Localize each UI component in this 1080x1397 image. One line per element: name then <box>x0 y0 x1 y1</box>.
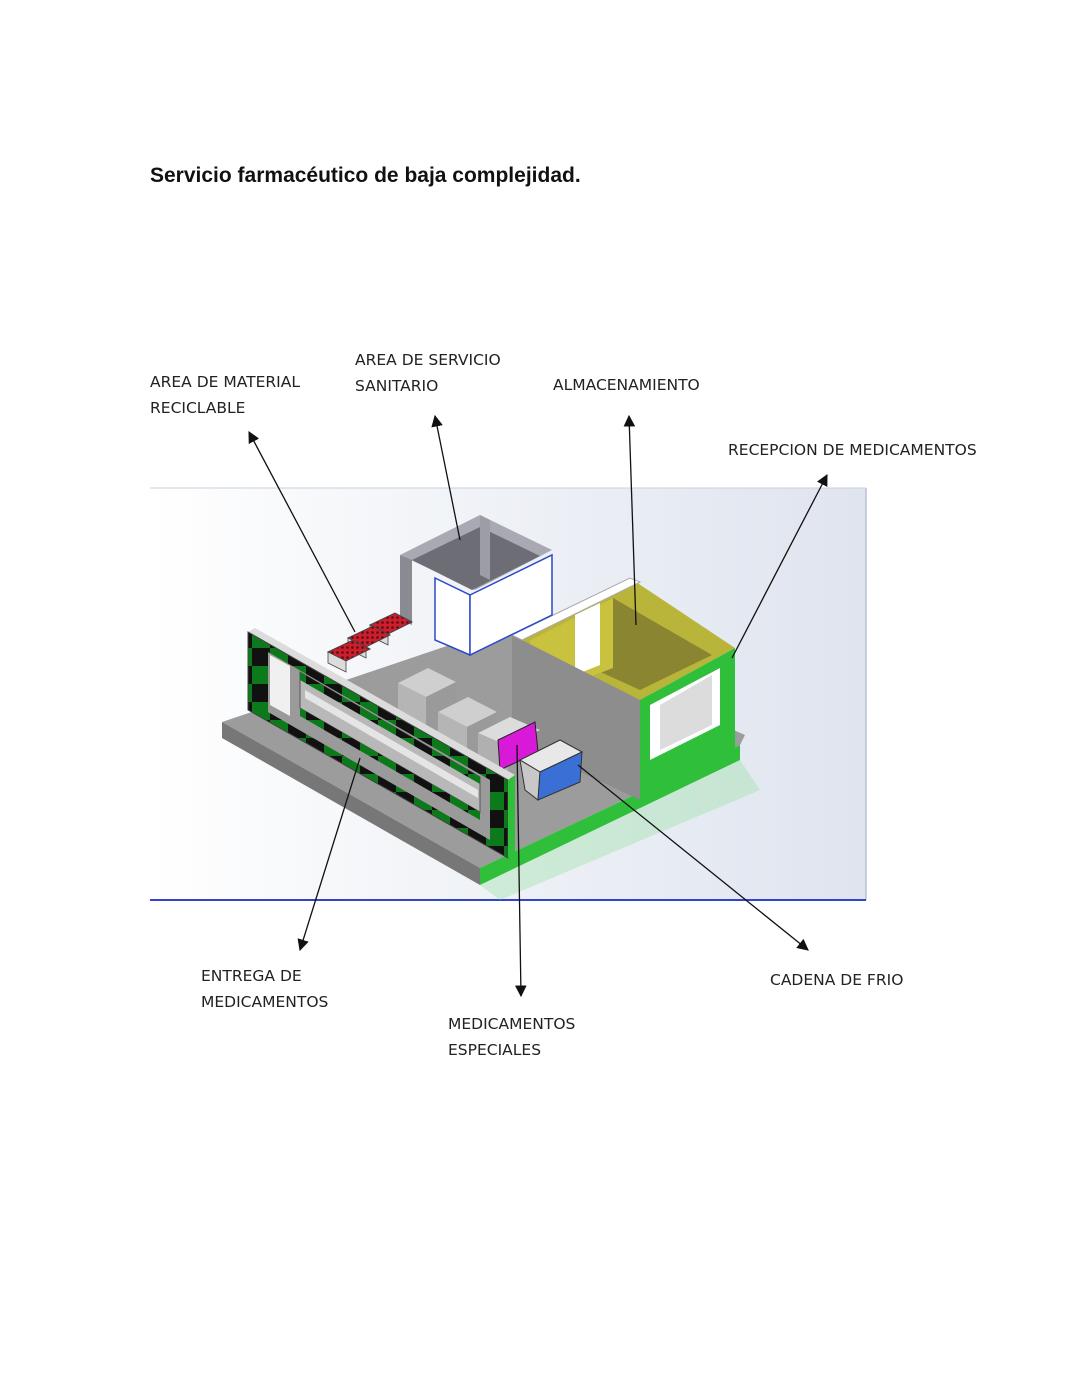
label-cadena-frio: CADENA DE FRIO <box>770 971 904 989</box>
delivery-counter-wall <box>247 628 515 859</box>
storage-room <box>510 577 735 800</box>
label-especiales: MEDICAMENTOS ESPECIALES <box>448 1015 576 1059</box>
label-almacenamiento: ALMACENAMIENTO <box>553 376 700 394</box>
page-title: Servicio farmacéutico de baja complejida… <box>150 164 581 187</box>
arrow-cadena-frio <box>577 764 809 951</box>
label-entrega: ENTREGA DE MEDICAMENTOS <box>201 967 329 1011</box>
label-recepcion: RECEPCION DE MEDICAMENTOS <box>728 441 977 459</box>
recycle-trays <box>326 612 414 673</box>
arrow-entrega <box>297 757 361 952</box>
label-material-reciclable: AREA DE MATERIAL RECICLABLE <box>150 373 300 417</box>
leader-lines <box>248 414 828 998</box>
cold-chain-fridge <box>518 739 584 801</box>
special-medicines-box <box>478 717 540 775</box>
label-servicio-sanitario: AREA DE SERVICIO SANITARIO <box>355 351 501 395</box>
arrow-especiales <box>514 744 527 998</box>
arrow-recepcion <box>731 473 828 659</box>
restroom-block <box>400 515 553 657</box>
arrow-almacenamiento <box>623 414 637 626</box>
arrow-servicio-sanitario <box>431 414 461 541</box>
arrow-material-reciclable <box>248 430 356 633</box>
